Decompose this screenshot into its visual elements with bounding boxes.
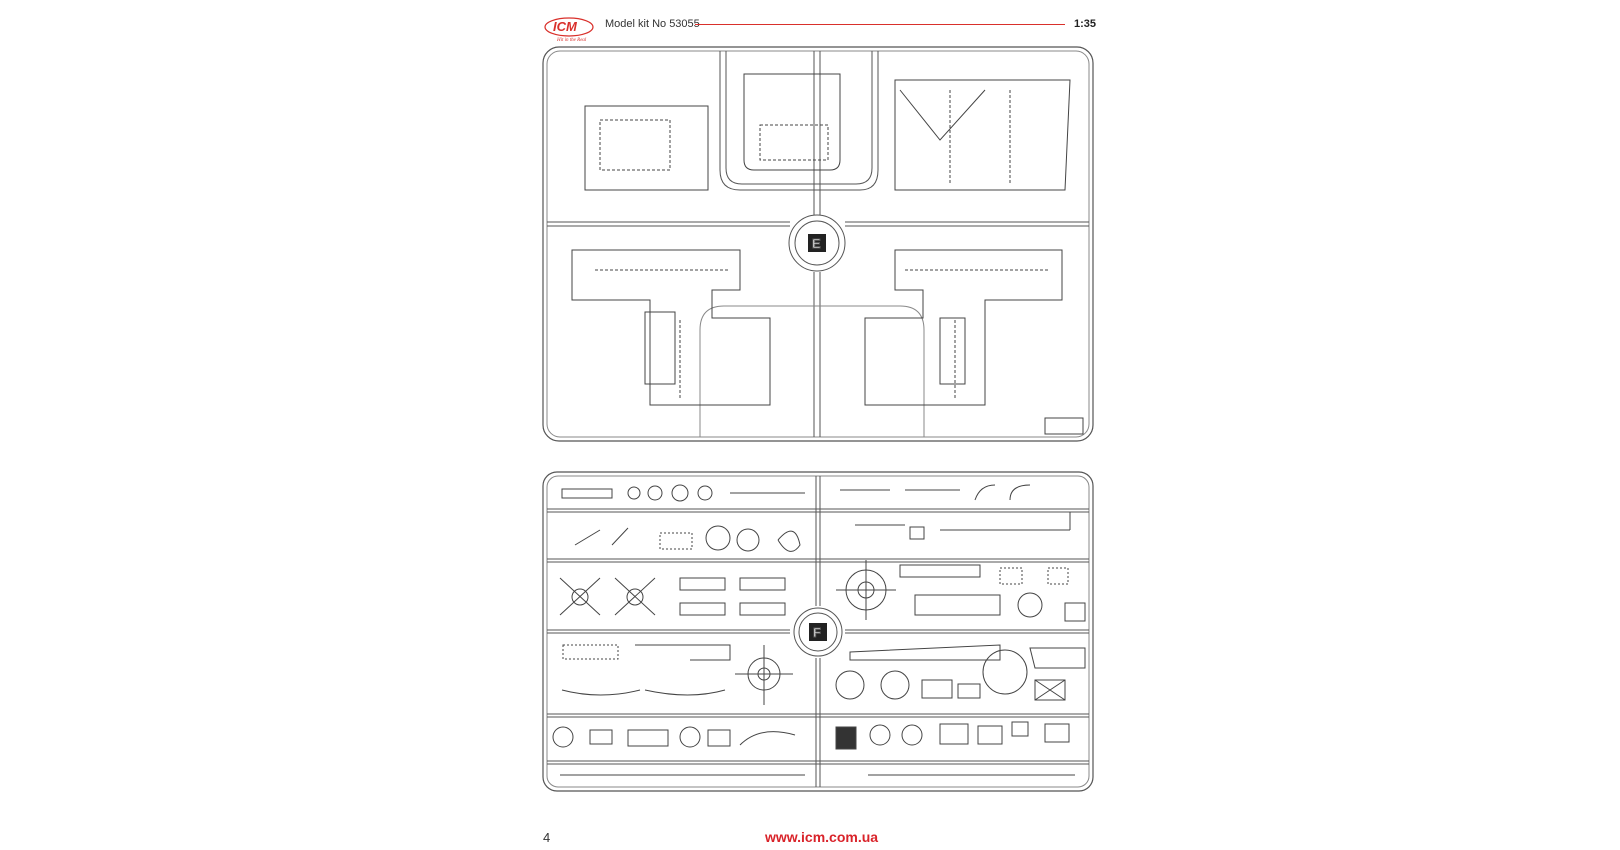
- website-link[interactable]: www.icm.com.ua: [765, 829, 879, 845]
- kit-number: Model kit No 53055: [605, 18, 700, 30]
- icm-logo: ICM Hit in the Real: [544, 17, 594, 42]
- svg-text:Hit in the Real: Hit in the Real: [556, 38, 587, 42]
- svg-text:ICM: ICM: [553, 19, 578, 34]
- sprue-e: E: [542, 46, 1094, 442]
- part-outlines-f: [552, 484, 1086, 776]
- sprue-letter-f: F: [813, 625, 821, 640]
- part-outlines-e: [571, 73, 1084, 435]
- page-number: 4: [543, 830, 551, 845]
- sprue-letter-e: E: [812, 236, 821, 251]
- sprue-f: F: [542, 471, 1094, 792]
- scale-label: 1:35: [1074, 18, 1097, 30]
- header-rule: [695, 24, 1065, 25]
